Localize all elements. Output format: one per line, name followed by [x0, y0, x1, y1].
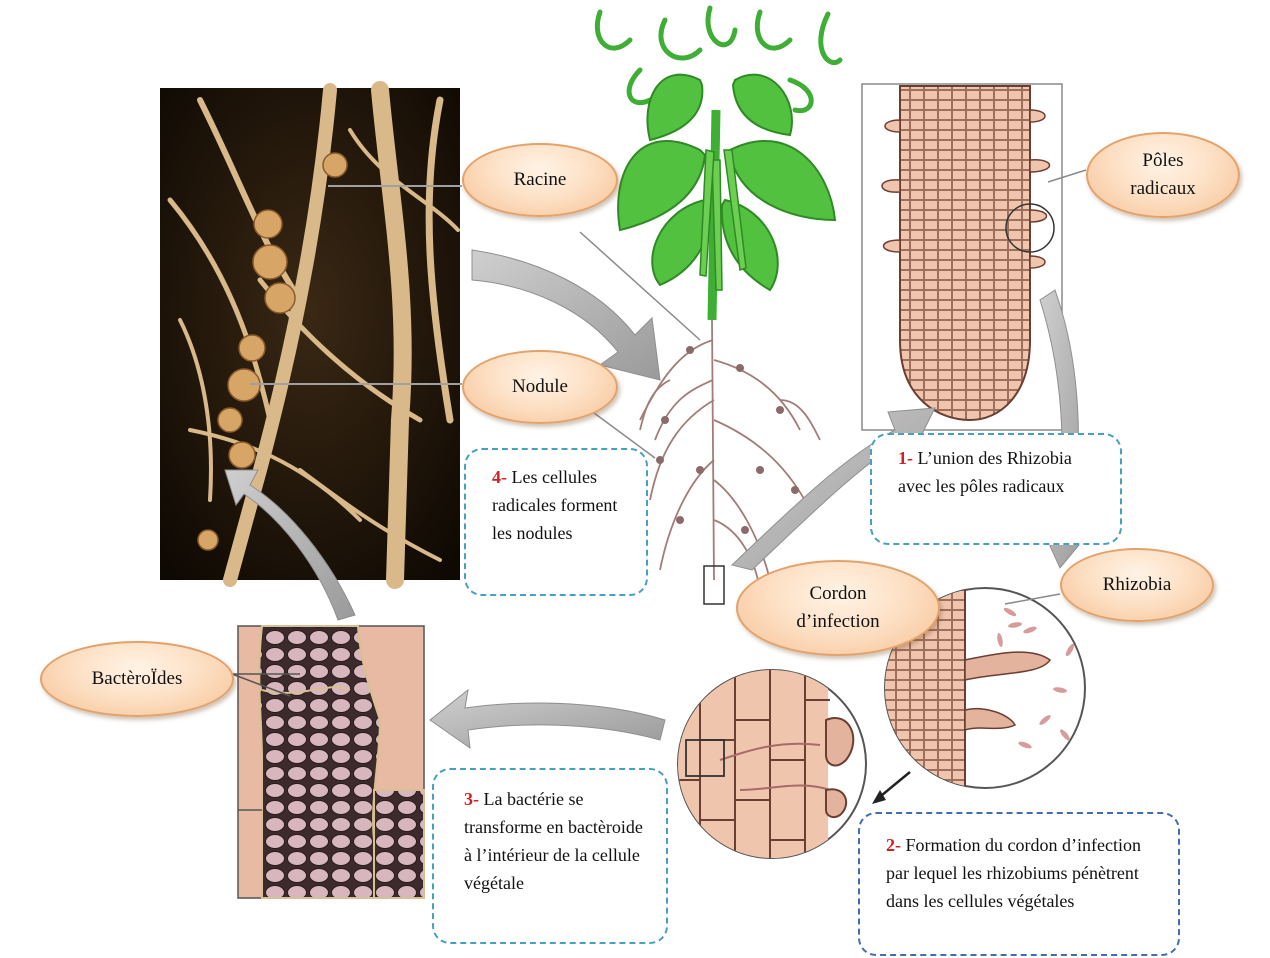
step-1-box: 1- L’union des Rhizobia avec les pôles r…	[870, 433, 1122, 545]
label-poles-radicaux: Pôles radicaux	[1086, 132, 1240, 218]
label-racine: Racine	[462, 143, 618, 217]
label-nodule: Nodule	[462, 350, 618, 424]
step-4-box: 4- Les cellules radicales forment les no…	[464, 448, 648, 596]
step-3-number: 3-	[464, 789, 479, 809]
step-2-number: 2-	[886, 835, 901, 855]
step-1-text: L’union des Rhizobia avec les pôles radi…	[898, 448, 1072, 496]
step-2-box: 2- Formation du cordon d’infection par l…	[858, 812, 1180, 956]
step-3-text: La bactérie se transforme en bactèroide …	[464, 789, 643, 893]
step-3-box: 3- La bactérie se transforme en bactèroi…	[432, 768, 668, 944]
bacteroid-tissue	[232, 626, 424, 898]
label-cordon-infection: Cordon d’infection	[736, 560, 940, 656]
label-rhizobia: Rhizobia	[1060, 548, 1214, 622]
step-4-number: 4-	[492, 467, 507, 487]
label-bacteroides: BactèroЇdes	[40, 641, 234, 717]
root-hair-illustration	[862, 84, 1086, 430]
step-1-number: 1-	[898, 448, 913, 468]
arrow-circle-to-tissue	[430, 690, 665, 748]
nodule-photo	[160, 88, 460, 580]
step-4-text: Les cellules radicales forment les nodul…	[492, 467, 617, 543]
step-2-text: Formation du cordon d’infection par lequ…	[886, 835, 1141, 911]
